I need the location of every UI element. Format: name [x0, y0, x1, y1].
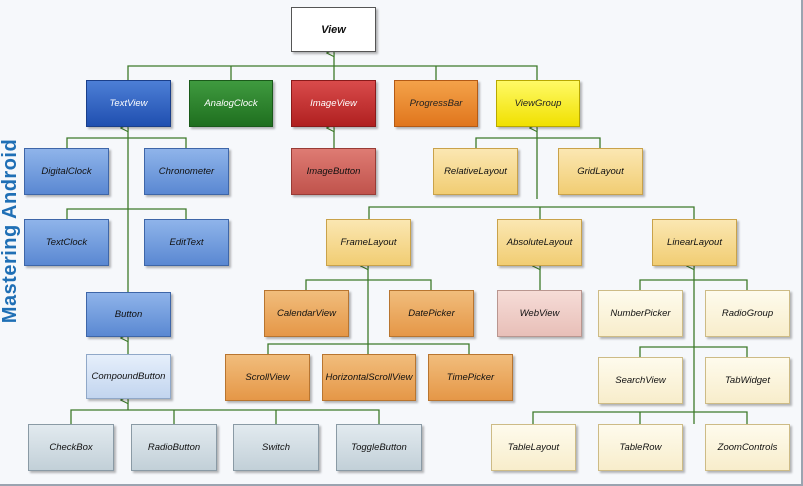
node-view-label: View [321, 23, 346, 36]
node-numberpicker-label: NumberPicker [610, 308, 671, 319]
node-viewgroup: ViewGroup [496, 80, 580, 127]
node-view: View [291, 7, 376, 52]
node-textclock: TextClock [24, 219, 109, 266]
node-radiobutton: RadioButton [131, 424, 217, 471]
node-digitalclock: DigitalClock [24, 148, 109, 195]
frame-border-bottom [0, 484, 803, 486]
node-imagebutton-label: ImageButton [306, 166, 361, 177]
node-relativelayout: RelativeLayout [433, 148, 518, 195]
node-numberpicker: NumberPicker [598, 290, 683, 337]
node-scrollview: ScrollView [225, 354, 310, 401]
node-chronometer: Chronometer [144, 148, 229, 195]
node-tablelayout-label: TableLayout [507, 442, 560, 453]
node-timepicker-label: TimePicker [446, 372, 495, 383]
node-digitalclock-label: DigitalClock [41, 166, 92, 177]
node-chronometer-label: Chronometer [158, 166, 215, 177]
node-absolutelayout-label: AbsoluteLayout [506, 237, 573, 248]
node-togglebutton-label: ToggleButton [351, 442, 407, 453]
link-view-children [127, 65, 538, 80]
node-tablerow-label: TableRow [619, 442, 662, 453]
node-button-label: Button [114, 309, 143, 320]
node-radiogroup-label: RadioGroup [721, 308, 774, 319]
node-imageview-label: ImageView [310, 98, 357, 109]
node-webview-label: WebView [519, 308, 560, 319]
node-viewgroup-label: ViewGroup [514, 98, 562, 109]
node-tablerow: TableRow [598, 424, 683, 471]
node-imageview: ImageView [291, 80, 376, 127]
node-gridlayout-label: GridLayout [577, 166, 624, 177]
node-radiogroup: RadioGroup [705, 290, 790, 337]
node-progressbar-label: ProgressBar [409, 98, 463, 109]
node-compoundbutton: CompoundButton [86, 354, 171, 399]
node-zoomcontrols-label: ZoomControls [717, 442, 778, 453]
node-tablelayout: TableLayout [491, 424, 576, 471]
node-gridlayout: GridLayout [558, 148, 643, 195]
node-textclock-label: TextClock [45, 237, 88, 248]
node-zoomcontrols: ZoomControls [705, 424, 790, 471]
node-datepicker-label: DatePicker [408, 308, 455, 319]
node-checkbox: CheckBox [28, 424, 114, 471]
node-datepicker: DatePicker [389, 290, 474, 337]
node-relativelayout-label: RelativeLayout [444, 166, 507, 177]
node-analogclock-label: AnalogClock [204, 98, 258, 109]
node-edittext: EditText [144, 219, 229, 266]
node-textview-label: TextView [109, 98, 148, 109]
link-to-compoundbutton [70, 409, 380, 424]
frame-border-right [801, 0, 803, 486]
node-horizontalscrollview: HorizontalScrollView [322, 354, 416, 401]
node-compoundbutton-label: CompoundButton [91, 371, 166, 382]
node-scrollview-label: ScrollView [245, 372, 290, 383]
node-timepicker: TimePicker [428, 354, 513, 401]
node-progressbar: ProgressBar [394, 80, 478, 127]
node-edittext-label: EditText [169, 237, 204, 248]
node-button: Button [86, 292, 171, 337]
node-calendarview: CalendarView [264, 290, 349, 337]
node-analogclock: AnalogClock [189, 80, 273, 127]
node-searchview-label: SearchView [615, 375, 666, 386]
node-framelayout-label: FrameLayout [340, 237, 397, 248]
node-imagebutton: ImageButton [291, 148, 376, 195]
node-horizontalscrollview-label: HorizontalScrollView [325, 372, 413, 383]
node-searchview: SearchView [598, 357, 683, 404]
node-webview: WebView [497, 290, 582, 337]
node-calendarview-label: CalendarView [277, 308, 336, 319]
node-togglebutton: ToggleButton [336, 424, 422, 471]
node-tabwidget: TabWidget [705, 357, 790, 404]
node-linearlayout-label: LinearLayout [667, 237, 722, 248]
node-checkbox-label: CheckBox [49, 442, 93, 453]
node-textview: TextView [86, 80, 171, 127]
node-switch-label: Switch [262, 442, 290, 453]
node-switch: Switch [233, 424, 319, 471]
node-framelayout: FrameLayout [326, 219, 411, 266]
node-absolutelayout: AbsoluteLayout [497, 219, 582, 266]
node-radiobutton-label: RadioButton [147, 442, 201, 453]
node-linearlayout: LinearLayout [652, 219, 737, 266]
node-tabwidget-label: TabWidget [725, 375, 770, 386]
